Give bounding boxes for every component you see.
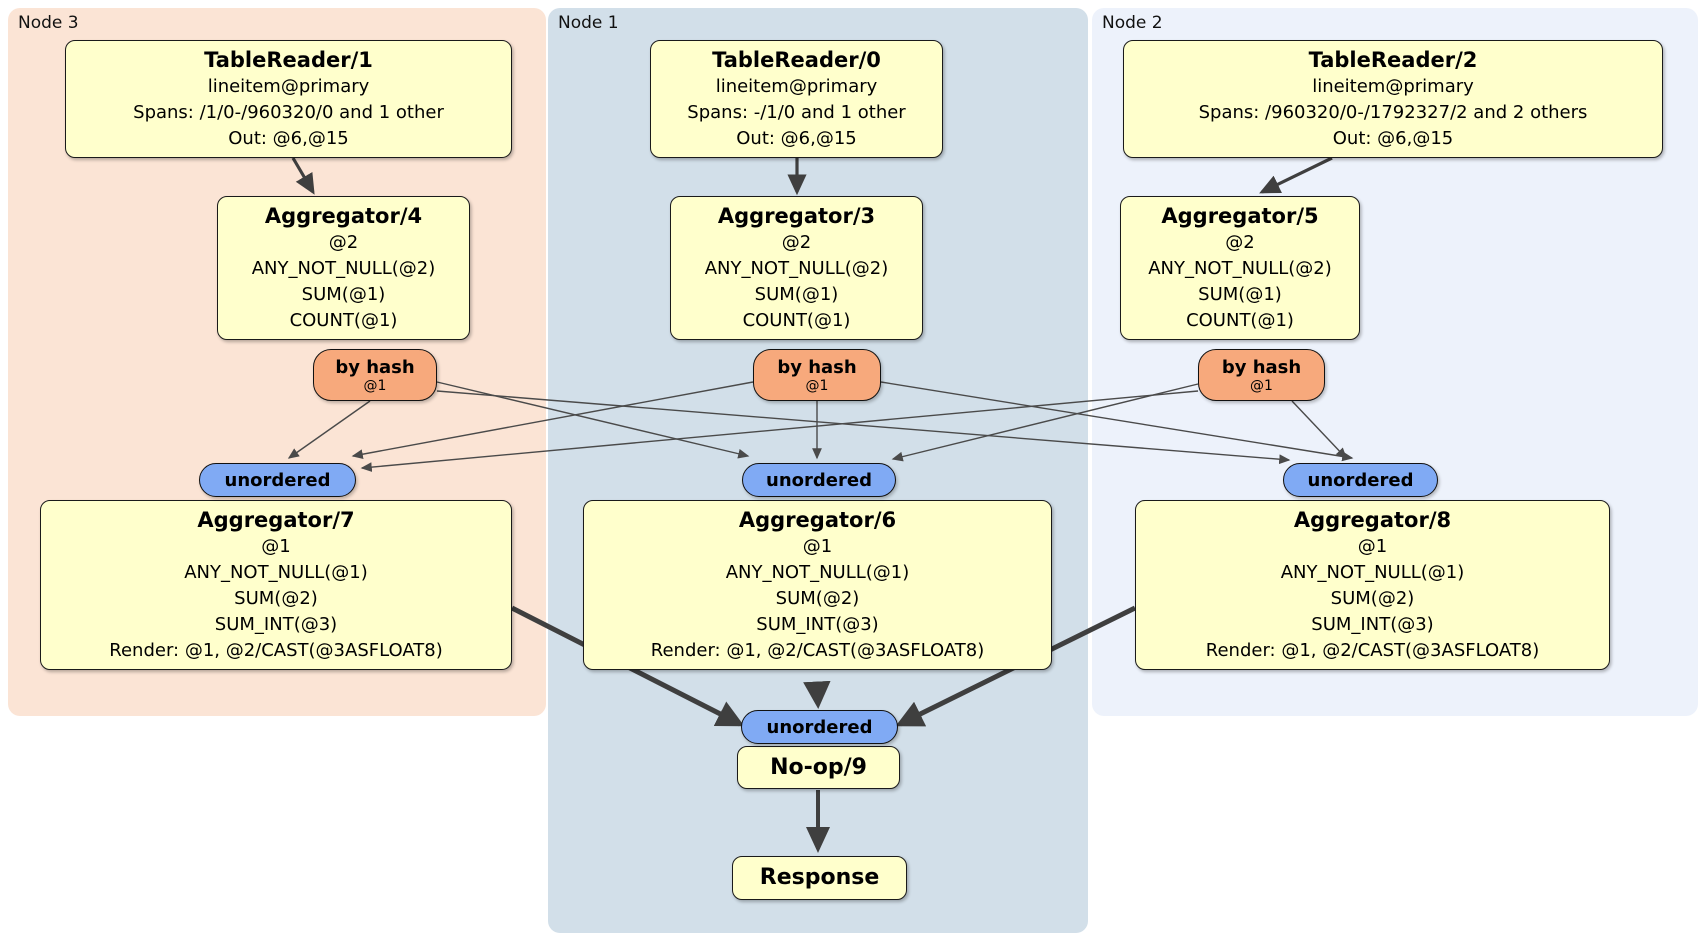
- sync-unordered-node1: unordered: [742, 463, 896, 497]
- processor-line: ANY_NOT_NULL(@1): [1280, 562, 1465, 583]
- router-label: by hash: [777, 356, 857, 378]
- processor-line: SUM_INT(@3): [756, 614, 879, 635]
- processor-title: Aggregator/6: [738, 508, 897, 532]
- processor-tablereader-2: TableReader/2 lineitem@primary Spans: /9…: [1123, 40, 1663, 158]
- processor-line: @2: [328, 232, 359, 253]
- processor-aggregator-4: Aggregator/4 @2 ANY_NOT_NULL(@2) SUM(@1)…: [217, 196, 470, 340]
- router-columns: @1: [363, 377, 387, 394]
- processor-line: COUNT(@1): [1186, 310, 1294, 331]
- processor-title: TableReader/0: [712, 48, 881, 72]
- edge-router2-sync3: [360, 390, 1199, 472]
- edge-router2-sync1: [891, 383, 1199, 462]
- processor-aggregator-8: Aggregator/8 @1 ANY_NOT_NULL(@1) SUM(@2)…: [1135, 500, 1610, 670]
- processor-tablereader-0: TableReader/0 lineitem@primary Spans: -/…: [650, 40, 943, 158]
- processor-line: SUM(@1): [754, 284, 839, 305]
- processor-line: SUM(@2): [775, 588, 860, 609]
- processor-line: @1: [1357, 536, 1388, 557]
- processor-title: Aggregator/7: [197, 508, 355, 532]
- processor-line: SUM(@1): [301, 284, 386, 305]
- processor-line: Out: @6,@15: [1332, 128, 1454, 149]
- processor-noop-9: No-op/9: [737, 746, 900, 789]
- processor-line: Spans: -/1/0 and 1 other: [687, 102, 906, 123]
- processor-line: Spans: /960320/0-/1792327/2 and 2 others: [1198, 102, 1588, 123]
- edge-router1-sync3: [351, 381, 754, 460]
- processor-title: TableReader/2: [1308, 48, 1478, 72]
- processor-line: ANY_NOT_NULL(@2): [704, 258, 889, 279]
- sync-unordered-node3: unordered: [199, 463, 356, 497]
- processor-aggregator-5: Aggregator/5 @2 ANY_NOT_NULL(@2) SUM(@1)…: [1120, 196, 1360, 340]
- processor-title: Response: [759, 865, 880, 890]
- processor-line: Out: @6,@15: [228, 128, 349, 149]
- group-label-node3: Node 3: [18, 13, 79, 33]
- processor-line: @1: [802, 536, 833, 557]
- edge-router3-sync3: [287, 400, 371, 459]
- processor-line: Render: @1, @2/CAST(@3ASFLOAT8): [650, 640, 985, 661]
- processor-line: SUM_INT(@3): [1311, 614, 1434, 635]
- processor-title: Aggregator/3: [717, 204, 876, 228]
- processor-line: ANY_NOT_NULL(@1): [184, 562, 368, 583]
- processor-line: lineitem@primary: [1312, 76, 1474, 97]
- processor-response: Response: [732, 856, 907, 900]
- processor-line: @2: [781, 232, 812, 253]
- processor-line: @1: [261, 536, 291, 557]
- sync-unordered-final: unordered: [741, 710, 898, 744]
- edge-router3-sync2: [436, 390, 1291, 465]
- edge-tr2-agg5: [1259, 156, 1333, 194]
- processor-title: Aggregator/5: [1161, 204, 1319, 228]
- processor-title: TableReader/1: [204, 48, 373, 72]
- processor-title: No-op/9: [770, 754, 867, 780]
- edge-router1-sync2: [880, 381, 1354, 462]
- edge-router2-sync2: [1291, 400, 1347, 460]
- edge-tr1-agg4: [291, 157, 315, 195]
- processor-line: COUNT(@1): [289, 310, 398, 331]
- processor-line: Out: @6,@15: [736, 128, 857, 149]
- processor-line: Spans: /1/0-/960320/0 and 1 other: [133, 102, 444, 123]
- processor-aggregator-6: Aggregator/6 @1 ANY_NOT_NULL(@1) SUM(@2)…: [583, 500, 1052, 670]
- processor-line: ANY_NOT_NULL(@2): [251, 258, 436, 279]
- router-columns: @1: [1250, 377, 1273, 394]
- processor-title: Aggregator/4: [264, 204, 423, 228]
- processor-tablereader-1: TableReader/1 lineitem@primary Spans: /1…: [65, 40, 512, 158]
- processor-line: COUNT(@1): [742, 310, 851, 331]
- edge-router3-sync1: [436, 381, 750, 459]
- edge-agg6-syncbottom: [803, 680, 831, 709]
- group-label-node2: Node 2: [1102, 13, 1163, 33]
- processor-line: SUM_INT(@3): [214, 614, 338, 635]
- processor-title: Aggregator/8: [1293, 508, 1452, 532]
- processor-line: SUM(@2): [234, 588, 318, 609]
- processor-line: SUM(@1): [1198, 284, 1282, 305]
- processor-aggregator-3: Aggregator/3 @2 ANY_NOT_NULL(@2) SUM(@1)…: [670, 196, 923, 340]
- router-columns: @1: [805, 377, 829, 394]
- sync-unordered-node2: unordered: [1283, 463, 1438, 497]
- processor-line: @2: [1225, 232, 1255, 253]
- router-by-hash-node1: by hash @1: [753, 349, 881, 401]
- processor-line: SUM(@2): [1330, 588, 1415, 609]
- router-label: by hash: [1221, 356, 1302, 378]
- router-by-hash-node2: by hash @1: [1198, 349, 1325, 401]
- router-label: by hash: [335, 356, 415, 378]
- processor-line: lineitem@primary: [715, 76, 878, 97]
- processor-line: Render: @1, @2/CAST(@3ASFLOAT8): [1205, 640, 1540, 661]
- processor-line: Render: @1, @2/CAST(@3ASFLOAT8): [109, 640, 443, 661]
- router-by-hash-node3: by hash @1: [313, 349, 437, 401]
- processor-aggregator-7: Aggregator/7 @1 ANY_NOT_NULL(@1) SUM(@2)…: [40, 500, 512, 670]
- processor-line: lineitem@primary: [207, 76, 370, 97]
- group-label-node1: Node 1: [558, 13, 619, 33]
- processor-line: ANY_NOT_NULL(@1): [725, 562, 910, 583]
- processor-line: ANY_NOT_NULL(@2): [1148, 258, 1332, 279]
